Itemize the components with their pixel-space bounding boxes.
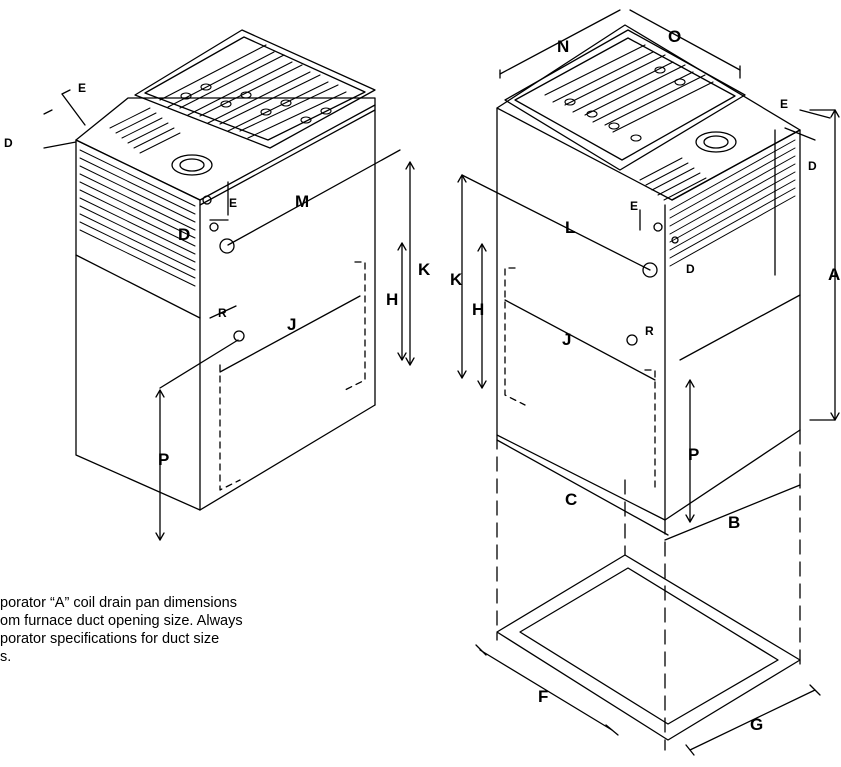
label-left-D: D <box>4 136 13 150</box>
label-left-E2: E <box>229 196 237 210</box>
label-left-D2: D <box>178 225 190 244</box>
label-left-M: M <box>295 192 309 211</box>
label-right-R: R <box>645 324 654 338</box>
label-right-A: A <box>828 265 840 284</box>
label-right-L: L <box>565 218 575 237</box>
right-furnace <box>457 9 840 756</box>
label-right-D2: D <box>686 262 695 276</box>
label-left-J: J <box>287 315 296 334</box>
label-right-E2: E <box>630 199 638 213</box>
drain-pan <box>496 554 801 741</box>
label-right-D: D <box>808 159 817 173</box>
note-line-4: s. <box>0 649 12 665</box>
label-left-K: K <box>418 260 431 279</box>
label-right-H: H <box>472 300 484 319</box>
label-right-N: N <box>557 37 569 56</box>
label-left-R: R <box>218 306 227 320</box>
label-right-E: E <box>780 97 788 111</box>
note-line-1: porator “A” coil drain pan dimensions <box>0 595 237 611</box>
left-burner-opening <box>134 29 376 149</box>
left-furnace <box>43 29 415 541</box>
label-right-K: K <box>450 270 463 289</box>
label-left-E: E <box>78 81 86 95</box>
label-right-B: B <box>728 513 740 532</box>
label-left-P: P <box>158 450 169 469</box>
note-line-2: om furnace duct opening size. Always <box>0 613 243 629</box>
drain-pan-note: porator “A” coil drain pan dimensions om… <box>0 594 380 666</box>
label-left-H: H <box>386 290 398 309</box>
left-flue-collar <box>171 154 213 176</box>
label-right-P: P <box>688 445 699 464</box>
right-burner-opening <box>504 29 746 171</box>
label-right-O: O <box>668 27 681 46</box>
label-right-J: J <box>562 330 571 349</box>
label-right-C: C <box>565 490 577 509</box>
label-right-F: F <box>538 687 548 706</box>
right-flue-collar <box>695 131 737 153</box>
label-right-G: G <box>750 715 763 734</box>
note-line-3: porator specifications for duct size <box>0 631 220 647</box>
dimension-labels: D E E D M R J H K P N O E D E D L A K H … <box>4 27 840 734</box>
